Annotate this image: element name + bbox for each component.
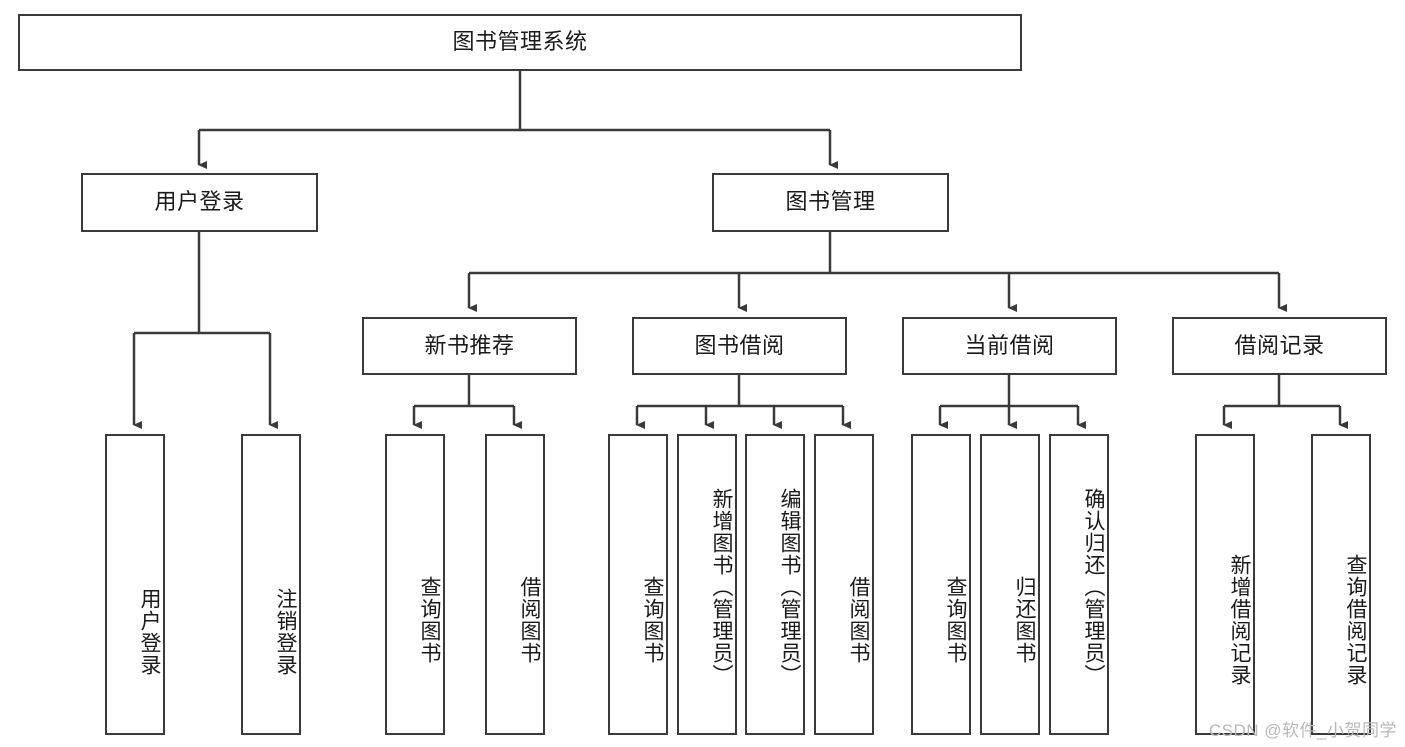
- node-root[interactable]: 图书管理系统: [18, 14, 1022, 71]
- leaf-return-book[interactable]: 归还图书: [980, 434, 1040, 735]
- node-book-management[interactable]: 图书管理: [712, 173, 949, 232]
- leaf-query-borrow-record[interactable]: 查询借阅记录: [1311, 434, 1371, 735]
- leaf-borrow-book-new[interactable]: 借阅图书: [485, 434, 545, 735]
- leaf-query-book-current[interactable]: 查询图书: [911, 434, 971, 735]
- node-new-book-recommend[interactable]: 新书推荐: [362, 317, 577, 375]
- leaf-borrow-book[interactable]: 借阅图书: [814, 434, 874, 735]
- leaf-query-book-borrow[interactable]: 查询图书: [608, 434, 668, 735]
- node-book-borrow[interactable]: 图书借阅: [632, 317, 847, 375]
- leaf-query-book-new[interactable]: 查询图书: [385, 434, 445, 735]
- leaf-add-borrow-record[interactable]: 新增借阅记录: [1195, 434, 1255, 735]
- leaf-logout[interactable]: 注销登录: [241, 434, 301, 735]
- leaf-confirm-return-admin[interactable]: 确认归还（管理员）: [1049, 434, 1109, 735]
- leaf-user-login[interactable]: 用户登录: [105, 434, 165, 735]
- leaf-edit-book-admin[interactable]: 编辑图书（管理员）: [745, 434, 805, 735]
- node-borrow-record[interactable]: 借阅记录: [1172, 317, 1387, 375]
- leaf-add-book-admin[interactable]: 新增图书（管理员）: [677, 434, 737, 735]
- node-current-borrow[interactable]: 当前借阅: [902, 317, 1117, 375]
- watermark-text: CSDN @软件_小贺同学: [1208, 721, 1397, 740]
- node-user-login[interactable]: 用户登录: [81, 173, 318, 232]
